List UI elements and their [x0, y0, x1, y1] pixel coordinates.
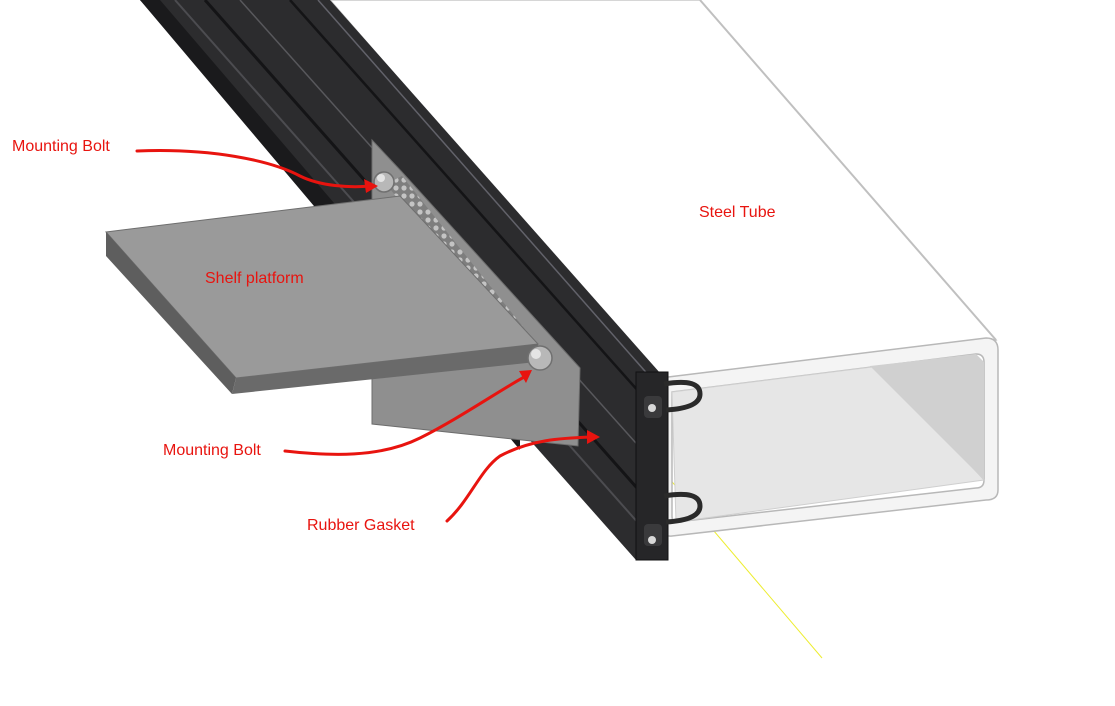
leader-arrowhead-gasket — [587, 430, 600, 444]
shelf-platform-front — [106, 232, 236, 394]
label-shelf-platform: Shelf platform — [205, 270, 304, 287]
label-mounting-bolt-bottom: Mounting Bolt — [163, 442, 261, 459]
mounting-bolt-top-highlight — [377, 174, 385, 182]
tube-hook-lower — [663, 491, 703, 525]
label-steel-tube: Steel Tube — [699, 204, 776, 221]
rail-rib-5 — [317, 0, 667, 396]
tube-hook-upper — [663, 379, 703, 413]
leader-rubber-gasket — [445, 435, 594, 523]
label-mounting-bolt-top: Mounting Bolt — [12, 138, 110, 155]
mounting-bolt-top-head — [373, 171, 395, 193]
mounting-bolt-bottom-head — [527, 345, 553, 371]
label-rubber-gasket: Rubber Gasket — [307, 517, 415, 534]
leader-mounting-bolt-top — [135, 149, 372, 189]
rail-end-hole-upper — [648, 404, 656, 412]
rail-end-hole-lower — [648, 536, 656, 544]
shelf-platform-side — [232, 344, 538, 394]
leader-arrowhead-bottom — [519, 370, 532, 383]
steel-tube-far-edge — [699, 0, 997, 341]
rail-rib-4 — [289, 0, 665, 421]
leader-arrowhead-top — [364, 179, 378, 193]
leader-mounting-bolt-bottom — [283, 374, 528, 456]
steel-tube-interior-shadow — [870, 354, 984, 480]
mounting-bolt-bottom-highlight — [531, 349, 541, 359]
